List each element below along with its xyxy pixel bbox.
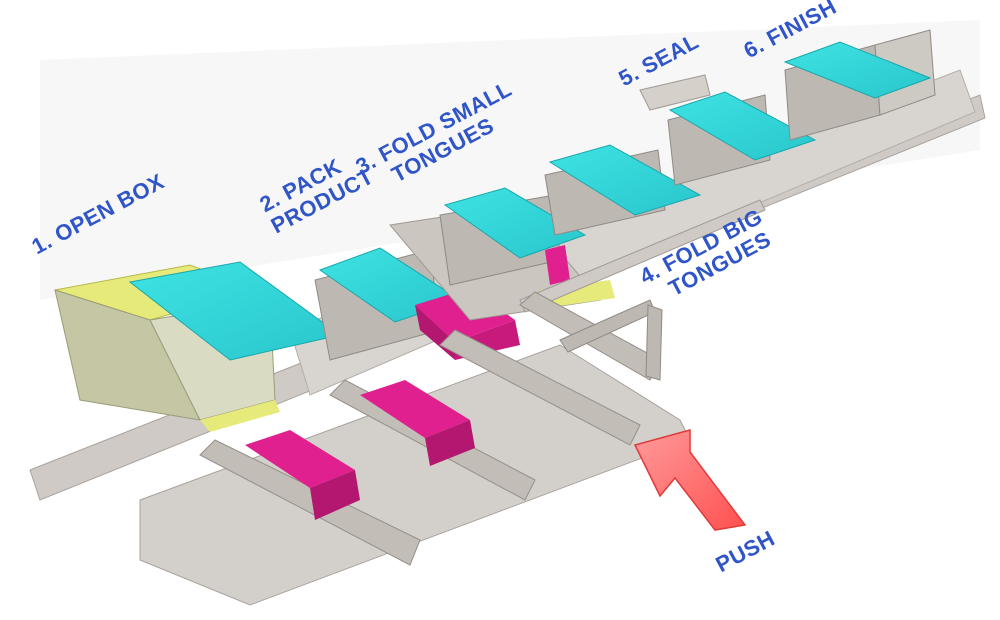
tray-product-2-side — [425, 420, 475, 466]
seal-box-top — [668, 91, 817, 161]
pack-product-top — [415, 288, 515, 342]
push-arrow-icon — [633, 429, 747, 531]
small-tongue-box-top — [443, 187, 587, 259]
station-seal — [639, 74, 817, 186]
small-tongue-product — [545, 245, 570, 285]
background-haze — [40, 20, 980, 300]
finish-box-top — [783, 41, 932, 99]
push-lever-post — [645, 304, 663, 381]
tray-product-1-side — [310, 470, 360, 520]
station-open-box — [54, 261, 342, 432]
tray-wall-3 — [439, 329, 641, 446]
open-box-yellow-edge — [200, 400, 280, 432]
seal-press-arm — [639, 74, 711, 111]
station-finish — [783, 29, 936, 141]
tray-product-2-top — [360, 380, 470, 438]
big-tongue-box-top — [548, 144, 702, 216]
station-fold-big-tongues — [519, 144, 766, 313]
pusher-tray — [139, 291, 691, 606]
big-tongue-rail — [519, 199, 766, 313]
small-tongue-yellow — [540, 280, 615, 308]
tray-wall-1 — [199, 439, 421, 566]
tray-product-1-top — [245, 430, 355, 488]
station-pack-product — [314, 247, 520, 361]
